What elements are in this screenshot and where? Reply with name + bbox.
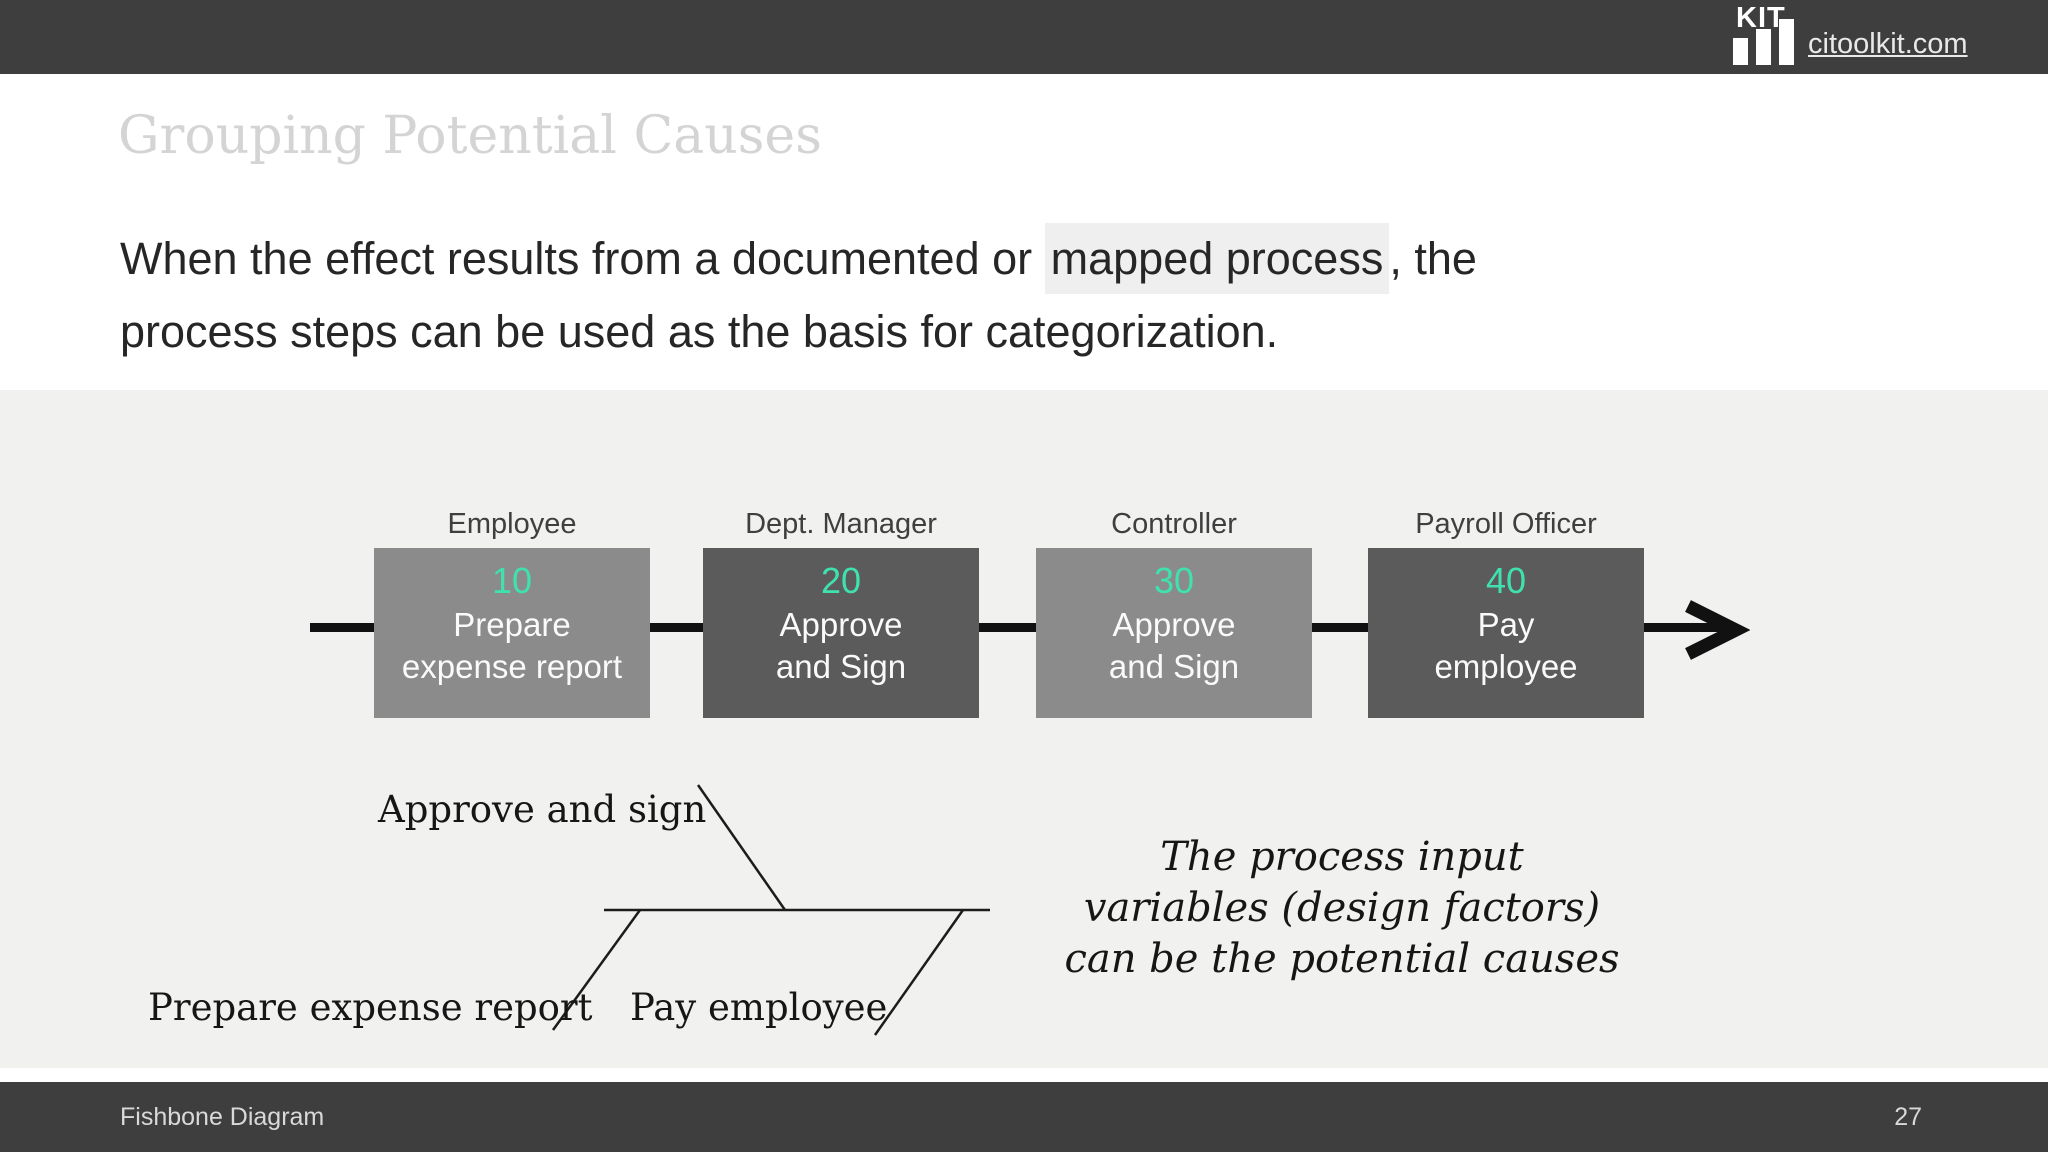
process-step-prepare-expense-report: Employee 10 Prepare expense report: [374, 505, 650, 718]
footer-title: Fishbone Diagram: [120, 1102, 325, 1131]
step-action-line1: Approve: [779, 606, 903, 643]
footer-bar: Fishbone Diagram 27: [0, 1082, 2048, 1152]
step-action-line2: and Sign: [1108, 648, 1240, 685]
body-paragraph: When the effect results from a documente…: [120, 222, 1880, 368]
process-step-approve-sign-controller: Controller 30 Approve and Sign: [1036, 505, 1312, 718]
step-role-label: Dept. Manager: [745, 508, 937, 540]
body-text-line2: process steps can be used as the basis f…: [120, 306, 1279, 357]
process-step-approve-sign-manager: Dept. Manager 20 Approve and Sign: [703, 505, 979, 718]
step-action-line2: expense report: [401, 648, 623, 685]
step-number: 20: [820, 560, 862, 601]
step-number: 40: [1485, 560, 1527, 601]
flow-arrowhead-icon: [1685, 600, 1750, 660]
step-action-line2: employee: [1434, 648, 1578, 685]
highlighted-phrase: mapped process: [1044, 223, 1390, 294]
step-action-line1: Pay: [1477, 606, 1535, 643]
step-action-line2: and Sign: [775, 648, 907, 685]
step-role-label: Employee: [447, 508, 577, 540]
step-role-label: Payroll Officer: [1415, 508, 1597, 540]
fishbone-label-pay-employee: Pay employee: [630, 986, 888, 1029]
kit-logo-bar-medium: [1756, 29, 1771, 65]
note-line-1: The process input: [1160, 834, 1524, 880]
step-number: 10: [491, 560, 533, 601]
page-title: Grouping Potential Causes: [118, 106, 822, 166]
citoolkit-link[interactable]: citoolkit.com: [1808, 28, 1968, 60]
step-role-label: Controller: [1111, 508, 1237, 540]
note-line-2: variables (design factors): [1083, 885, 1601, 931]
step-action-line1: Approve: [1112, 606, 1236, 643]
step-box: 30 Approve and Sign: [1036, 548, 1312, 718]
fishbone-label-prepare-expense-report: Prepare expense report: [148, 986, 593, 1029]
flow-arrow-line: [310, 623, 1725, 632]
kit-logo-bar-small: [1733, 38, 1748, 65]
content-area: [0, 390, 2048, 1068]
page-number: 27: [1894, 1102, 1922, 1131]
body-text-pre: When the effect results from a documente…: [120, 233, 1045, 284]
step-box: 10 Prepare expense report: [374, 548, 650, 718]
fishbone-label-approve-and-sign: Approve and sign: [378, 788, 707, 831]
step-action-line1: Prepare: [453, 606, 571, 643]
step-box: 20 Approve and Sign: [703, 548, 979, 718]
kit-logo-text: KIT: [1736, 2, 1786, 34]
step-number: 30: [1153, 560, 1195, 601]
note-line-3: can be the potential causes: [1064, 936, 1620, 982]
step-box: 40 Pay employee: [1368, 548, 1644, 718]
top-bar: KIT citoolkit.com: [0, 0, 2048, 74]
process-step-pay-employee: Payroll Officer 40 Pay employee: [1368, 505, 1644, 718]
body-text-post: , the: [1389, 233, 1477, 284]
kit-logo-bar-tall: [1779, 19, 1794, 65]
note-text: The process input variables (design fact…: [1050, 832, 1634, 985]
